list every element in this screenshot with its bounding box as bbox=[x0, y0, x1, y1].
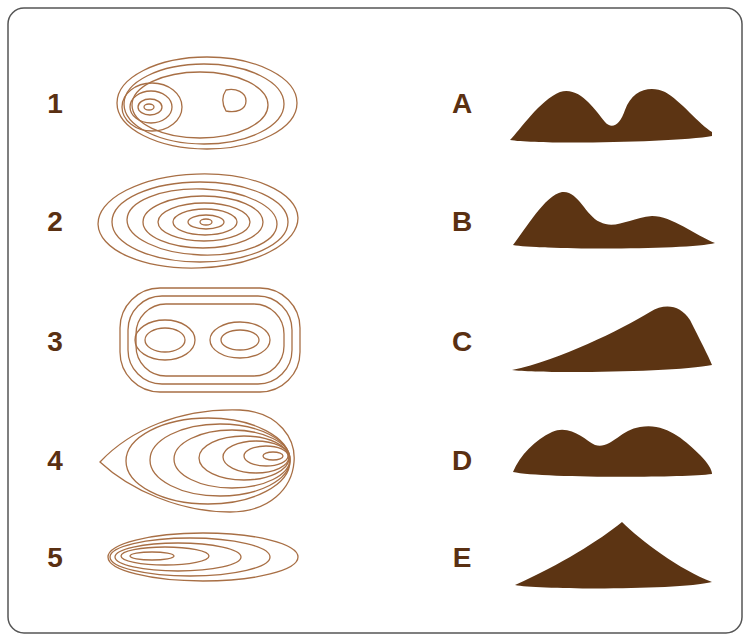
profile-c bbox=[512, 307, 712, 372]
contour-map-4 bbox=[100, 410, 294, 512]
profile-b bbox=[513, 192, 715, 249]
map-number: 5 bbox=[47, 544, 63, 572]
profile-letter: D bbox=[452, 447, 472, 475]
profile-letter: B bbox=[452, 208, 472, 236]
map-number: 1 bbox=[47, 90, 63, 118]
panel-frame bbox=[8, 8, 742, 633]
profile-letter: E bbox=[453, 544, 472, 572]
map-number: 3 bbox=[47, 328, 63, 356]
map-number: 2 bbox=[47, 208, 63, 236]
profile-letter: A bbox=[452, 90, 472, 118]
contour-map-3 bbox=[120, 288, 300, 392]
contour-map-2 bbox=[96, 171, 299, 272]
profile-letter: C bbox=[452, 328, 472, 356]
terrain-profiles bbox=[510, 89, 715, 588]
profile-e bbox=[515, 522, 712, 588]
map-number: 4 bbox=[47, 447, 63, 475]
profile-d bbox=[513, 426, 712, 477]
contour-map-1 bbox=[117, 57, 297, 149]
profile-a bbox=[510, 89, 712, 143]
contour-map-5 bbox=[108, 533, 298, 581]
